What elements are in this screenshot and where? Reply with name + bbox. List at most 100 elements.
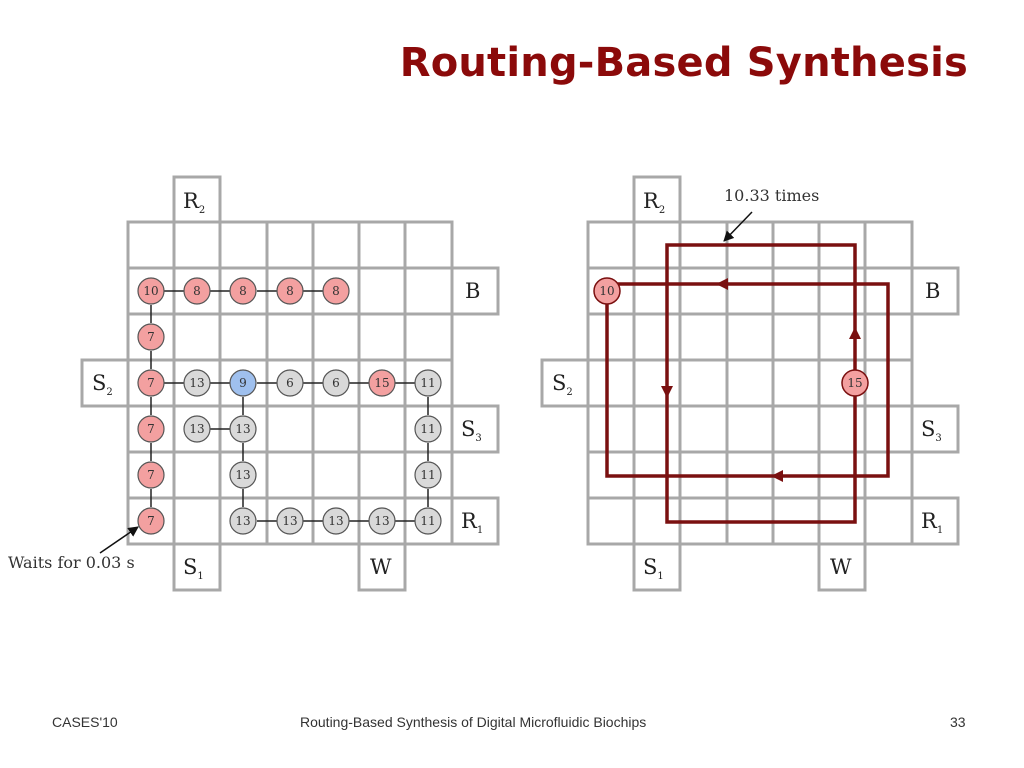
svg-text:10: 10	[143, 284, 158, 298]
left-port-r1: R1	[450, 496, 500, 546]
droplet: 13	[276, 507, 304, 535]
droplet: 13	[229, 415, 257, 443]
left-port-r2: R2	[172, 175, 222, 224]
right-port-r1: R1	[910, 496, 960, 546]
right-port-s2: S2	[540, 358, 590, 408]
svg-text:8: 8	[193, 284, 201, 298]
droplet: 13	[322, 507, 350, 535]
diagram-canvas: R2 B S2 S3 R1 S1 W	[8, 175, 960, 592]
svg-text:10: 10	[599, 284, 614, 298]
svg-text:S3: S3	[461, 417, 482, 444]
right-droplets: 10 15	[593, 277, 869, 397]
svg-text:15: 15	[374, 376, 389, 390]
svg-text:13: 13	[328, 514, 343, 528]
droplet: 8	[276, 277, 304, 305]
svg-text:7: 7	[147, 468, 155, 482]
right-port-w: W	[817, 542, 867, 592]
svg-text:7: 7	[147, 422, 155, 436]
droplet: 9	[229, 369, 257, 397]
svg-text:R1: R1	[921, 509, 943, 536]
svg-text:W: W	[370, 555, 392, 579]
left-port-s1: S1	[172, 542, 222, 592]
droplet: 11	[414, 461, 442, 489]
droplet: 6	[276, 369, 304, 397]
droplet: 7	[137, 507, 165, 535]
svg-text:S2: S2	[92, 371, 113, 398]
left-droplet-links	[150, 290, 429, 522]
svg-text:Waits for 0.03 s: Waits for 0.03 s	[8, 553, 135, 572]
droplet: 7	[137, 323, 165, 351]
svg-text:9: 9	[239, 376, 247, 390]
droplet: 11	[414, 507, 442, 535]
svg-text:8: 8	[286, 284, 294, 298]
right-port-b: B	[910, 266, 960, 316]
svg-text:8: 8	[332, 284, 340, 298]
left-port-b: B	[450, 266, 500, 316]
svg-text:B: B	[925, 279, 940, 303]
droplet: 7	[137, 415, 165, 443]
footer-conference: CASES'10	[52, 714, 118, 730]
droplet: 11	[414, 415, 442, 443]
right-port-s1: S1	[632, 542, 682, 592]
route-arrow	[849, 327, 861, 339]
footer-page-number: 33	[950, 714, 966, 730]
svg-text:11: 11	[420, 376, 435, 390]
droplet: 8	[229, 277, 257, 305]
svg-text:6: 6	[286, 376, 294, 390]
svg-text:11: 11	[420, 422, 435, 436]
svg-text:13: 13	[189, 376, 204, 390]
droplet: 13	[183, 369, 211, 397]
left-port-s3: S3	[450, 404, 500, 454]
svg-text:W: W	[830, 555, 852, 579]
svg-text:8: 8	[239, 284, 247, 298]
svg-text:11: 11	[420, 468, 435, 482]
svg-text:S3: S3	[921, 417, 942, 444]
left-port-w: W	[357, 542, 407, 592]
svg-text:R1: R1	[461, 509, 483, 536]
svg-text:6: 6	[332, 376, 340, 390]
droplet: 13	[368, 507, 396, 535]
svg-text:B: B	[465, 279, 480, 303]
svg-text:S1: S1	[183, 555, 204, 582]
left-biochip-diagram: R2 B S2 S3 R1 S1 W	[8, 175, 500, 592]
droplet: 13	[183, 415, 211, 443]
route-arrow	[771, 470, 783, 482]
droplet: 13	[229, 507, 257, 535]
svg-text:13: 13	[235, 468, 250, 482]
slide-title: Routing-Based Synthesis	[399, 40, 968, 86]
right-route-arrows	[661, 278, 861, 482]
svg-text:10.33 times: 10.33 times	[724, 186, 819, 205]
droplet: 7	[137, 461, 165, 489]
droplet: 7	[137, 369, 165, 397]
left-droplets: 10 8 8 8 8 7 7 13 9 6 6 15 11 7 13 13 11…	[137, 277, 442, 535]
svg-text:13: 13	[189, 422, 204, 436]
route-arrow	[716, 278, 728, 290]
droplet: 8	[322, 277, 350, 305]
droplet: 10	[137, 277, 165, 305]
droplet: 13	[229, 461, 257, 489]
footer-subtitle: Routing-Based Synthesis of Digital Micro…	[300, 714, 647, 730]
right-grid-lines	[588, 222, 912, 544]
left-port-s2: S2	[80, 358, 130, 408]
route-arrow	[661, 386, 673, 398]
inner-route-loop	[605, 282, 890, 478]
svg-text:11: 11	[420, 514, 435, 528]
left-wait-annotation: Waits for 0.03 s	[8, 526, 139, 572]
svg-text:15: 15	[847, 376, 862, 390]
right-port-r2: R2	[632, 175, 682, 224]
svg-text:13: 13	[374, 514, 389, 528]
svg-text:R2: R2	[643, 189, 665, 216]
svg-text:S2: S2	[552, 371, 573, 398]
droplet: 10	[593, 277, 621, 305]
svg-text:13: 13	[235, 514, 250, 528]
droplet: 15	[368, 369, 396, 397]
droplet: 8	[183, 277, 211, 305]
right-port-s3: S3	[910, 404, 960, 454]
droplet: 11	[414, 369, 442, 397]
svg-text:7: 7	[147, 330, 155, 344]
droplet: 15	[841, 369, 869, 397]
svg-text:7: 7	[147, 376, 155, 390]
svg-text:7: 7	[147, 514, 155, 528]
right-biochip-diagram: R2 B S2 S3 R1 S1 W	[540, 175, 960, 592]
svg-text:13: 13	[282, 514, 297, 528]
